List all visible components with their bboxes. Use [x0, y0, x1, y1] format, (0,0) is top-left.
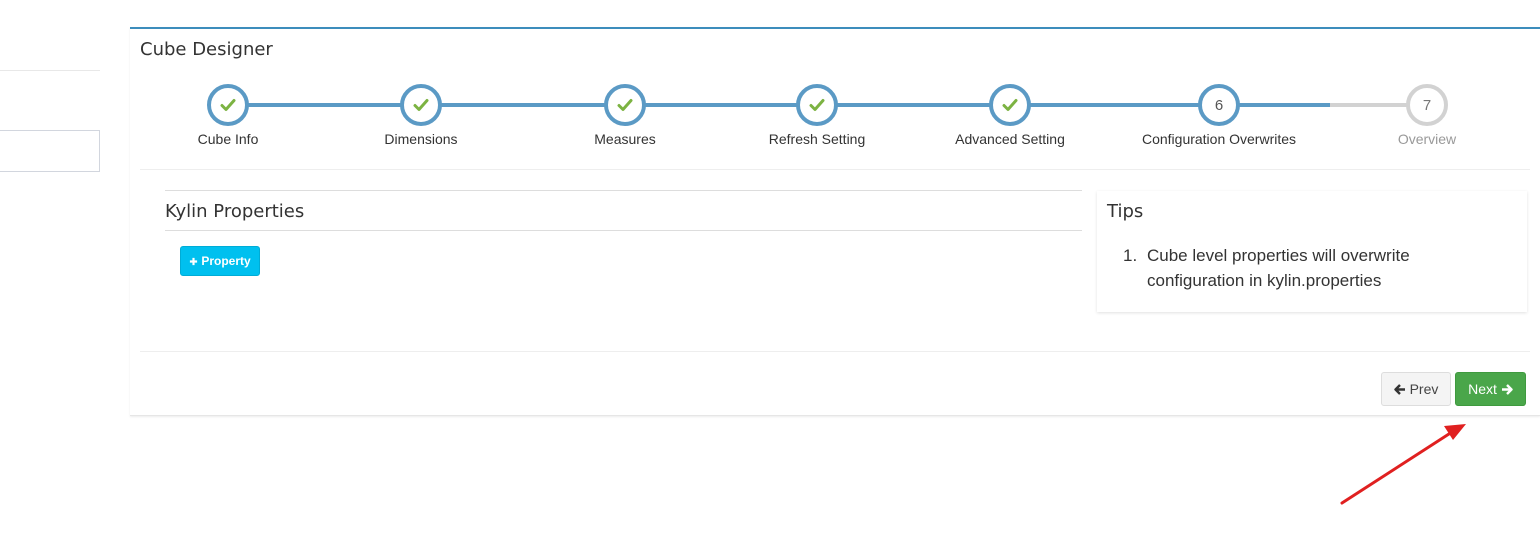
wizard-step-refresh-setting[interactable]: Refresh Setting [717, 84, 917, 147]
tips-list: 1. Cube level properties will overwrite … [1123, 243, 1453, 293]
plus-icon [190, 257, 198, 265]
wizard-step-advanced-setting[interactable]: Advanced Setting [910, 84, 1110, 147]
check-icon [220, 99, 236, 111]
kylin-properties-top-rule [165, 190, 1082, 191]
footer-divider [140, 351, 1530, 352]
kylin-properties-bottom-rule [165, 230, 1082, 231]
step-circle [796, 84, 838, 126]
tips-panel: Tips 1. Cube level properties will overw… [1097, 191, 1527, 312]
check-icon [617, 99, 633, 111]
check-icon [809, 99, 825, 111]
step-label: Refresh Setting [768, 131, 866, 147]
step-circle [400, 84, 442, 126]
check-icon [413, 99, 429, 111]
step-label: Configuration Overwrites [1141, 131, 1297, 147]
step-label: Cube Info [197, 131, 259, 147]
step-label: Measures [594, 131, 656, 147]
step-label: Overview [1397, 131, 1457, 147]
wizard-steps: Cube Info Dimensions Measures Refresh Se… [130, 84, 1540, 154]
step-label: Dimensions [384, 131, 458, 147]
step-circle [604, 84, 646, 126]
left-divider [0, 70, 100, 71]
wizard-remaining-line [1330, 103, 1427, 107]
prev-button[interactable]: Prev [1381, 372, 1451, 406]
wizard-step-overview[interactable]: 7 Overview [1327, 84, 1527, 147]
cube-designer-box: Cube Designer Cube Info Dimensions Measu… [130, 27, 1540, 416]
check-icon [1002, 99, 1018, 111]
step-circle: 6 [1198, 84, 1240, 126]
next-button[interactable]: Next [1455, 372, 1526, 406]
wizard-step-measures[interactable]: Measures [525, 84, 725, 147]
step-circle [207, 84, 249, 126]
arrow-left-icon [1393, 383, 1405, 395]
prev-label: Prev [1409, 381, 1439, 397]
next-label: Next [1468, 381, 1497, 397]
kylin-properties-title: Kylin Properties [165, 201, 305, 222]
wizard-step-configuration-overwrites[interactable]: 6 Configuration Overwrites [1119, 84, 1319, 147]
step-circle [989, 84, 1031, 126]
tip-text: Cube level properties will overwrite con… [1147, 246, 1410, 290]
step-label: Advanced Setting [955, 131, 1065, 147]
tips-title: Tips [1107, 201, 1144, 222]
tip-number: 1. [1123, 246, 1138, 265]
page-title: Cube Designer [140, 39, 273, 60]
wizard-divider [140, 169, 1530, 170]
wizard-step-dimensions[interactable]: Dimensions [321, 84, 521, 147]
add-property-label: Property [201, 254, 251, 268]
wizard-step-cube-info[interactable]: Cube Info [128, 84, 328, 147]
step-circle: 7 [1406, 84, 1448, 126]
wizard-progress-line [228, 103, 1330, 107]
arrow-right-icon [1501, 383, 1513, 395]
left-text-field[interactable] [0, 130, 100, 172]
add-property-button[interactable]: Property [180, 246, 260, 276]
